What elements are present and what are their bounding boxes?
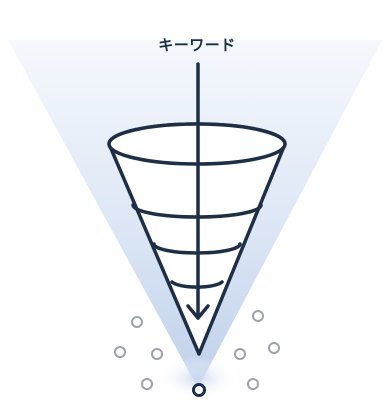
scattered-dot	[141, 378, 153, 390]
scattered-dot	[234, 348, 246, 360]
keyword-label: キーワード	[158, 36, 236, 54]
down-arrow-icon	[186, 62, 210, 320]
bottom-glow	[158, 356, 238, 400]
output-dot	[192, 383, 206, 397]
scattered-dot	[131, 316, 143, 328]
scattered-dot	[151, 348, 163, 360]
scattered-dot	[252, 310, 264, 322]
scattered-dot	[114, 346, 126, 358]
scattered-dots	[114, 310, 280, 390]
scattered-dot	[247, 378, 259, 390]
scattered-dot	[268, 342, 280, 354]
